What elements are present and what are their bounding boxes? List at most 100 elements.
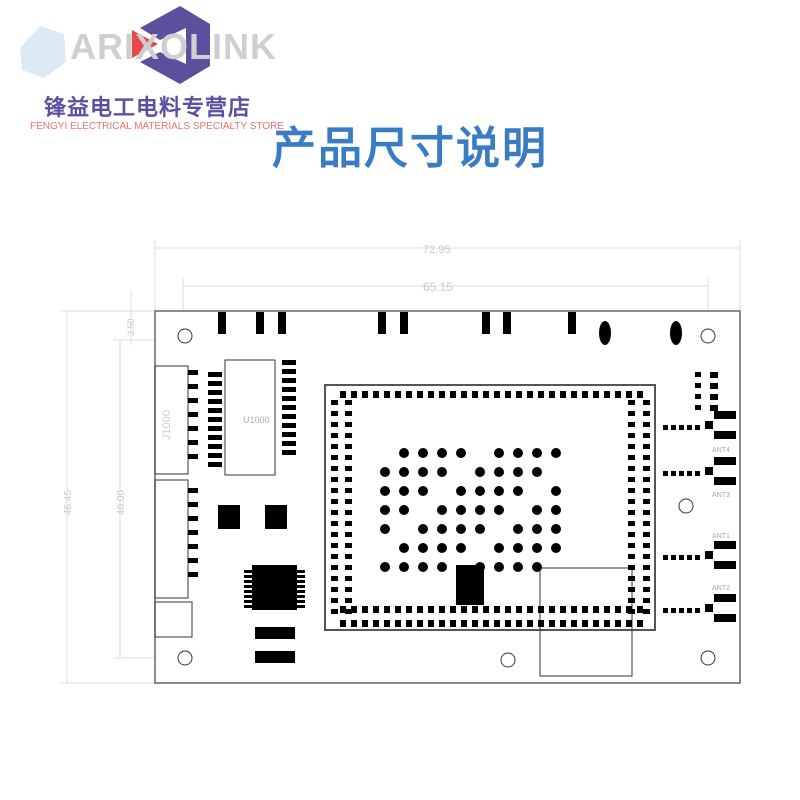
pad: [628, 422, 635, 427]
pad: [626, 620, 632, 627]
pad: [628, 543, 635, 548]
pad: [384, 391, 390, 398]
pad: [549, 620, 555, 627]
bga-ball: [475, 524, 485, 534]
pad: [345, 565, 352, 570]
pad: [637, 391, 643, 398]
pad: [679, 555, 684, 560]
pad: [428, 620, 434, 627]
pad: [549, 391, 555, 398]
pad: [395, 391, 401, 398]
pad: [527, 620, 533, 627]
pad: [472, 620, 478, 627]
pad: [188, 426, 198, 431]
bga-ball: [418, 524, 428, 534]
pad: [628, 444, 635, 449]
pad: [188, 384, 198, 389]
pad: [643, 543, 650, 548]
pad: [560, 391, 566, 398]
pad: [282, 396, 296, 401]
pad: [417, 620, 423, 627]
pad: [244, 575, 252, 578]
pad: [643, 510, 650, 515]
pad: [282, 414, 296, 419]
pad: [643, 576, 650, 581]
bga-ball: [551, 448, 561, 458]
pad: [671, 471, 676, 476]
pad: [582, 391, 588, 398]
pad: [450, 606, 456, 613]
pad: [714, 457, 736, 465]
bga-ball: [399, 486, 409, 496]
pad: [628, 521, 635, 526]
pad: [439, 606, 445, 613]
pad: [714, 594, 736, 602]
pad: [351, 391, 357, 398]
pad: [628, 477, 635, 482]
bga-ball: [380, 562, 390, 572]
bga-ball: [456, 524, 466, 534]
pad: [188, 370, 198, 375]
pad: [208, 453, 222, 458]
pad: [345, 422, 352, 427]
bga-ball: [532, 543, 542, 553]
pad: [188, 440, 198, 445]
bga-ball: [532, 467, 542, 477]
pad: [663, 555, 668, 560]
pad: [695, 405, 701, 410]
pad: [428, 391, 434, 398]
pad: [345, 587, 352, 592]
pad: [395, 620, 401, 627]
pad: [208, 372, 222, 377]
crystal-pad: [255, 651, 295, 663]
ic-chip: [252, 565, 297, 610]
pad: [345, 543, 352, 548]
logo-text: ARIXOLINK: [70, 26, 277, 67]
pad: [628, 598, 635, 603]
pad: [643, 488, 650, 493]
bga-ball: [494, 543, 504, 553]
pad: [571, 620, 577, 627]
pad: [643, 587, 650, 592]
bga-ball: [513, 486, 523, 496]
pad: [710, 372, 718, 378]
pad: [571, 391, 577, 398]
bga-ball: [456, 448, 466, 458]
pad: [643, 400, 650, 405]
pad: [695, 425, 700, 430]
pad: [483, 606, 489, 613]
pad: [282, 441, 296, 446]
pad: [208, 381, 222, 386]
pad: [373, 606, 379, 613]
pad: [373, 391, 379, 398]
bga-ball: [437, 562, 447, 572]
pad: [351, 606, 357, 613]
dim-overall-width: 72.95: [423, 244, 451, 256]
bga-ball: [513, 562, 523, 572]
bga-ball: [456, 543, 466, 553]
pad: [628, 466, 635, 471]
pad: [643, 609, 650, 614]
pad: [714, 614, 736, 622]
pad: [705, 604, 713, 612]
pad: [188, 398, 198, 403]
pad: [628, 587, 635, 592]
pad: [351, 620, 357, 627]
pad: [188, 516, 198, 521]
pad: [331, 433, 338, 438]
pad: [671, 425, 676, 430]
pad: [516, 620, 522, 627]
pad: [450, 620, 456, 627]
mounting-hole: [700, 328, 716, 344]
pad: [282, 360, 296, 365]
pad: [604, 606, 610, 613]
bga-ball: [399, 467, 409, 477]
pad: [643, 444, 650, 449]
pad: [643, 532, 650, 537]
bga-ball: [513, 467, 523, 477]
pads: [188, 360, 736, 627]
pad: [406, 620, 412, 627]
pad: [345, 576, 352, 581]
pad: [345, 455, 352, 460]
pad: [188, 530, 198, 535]
